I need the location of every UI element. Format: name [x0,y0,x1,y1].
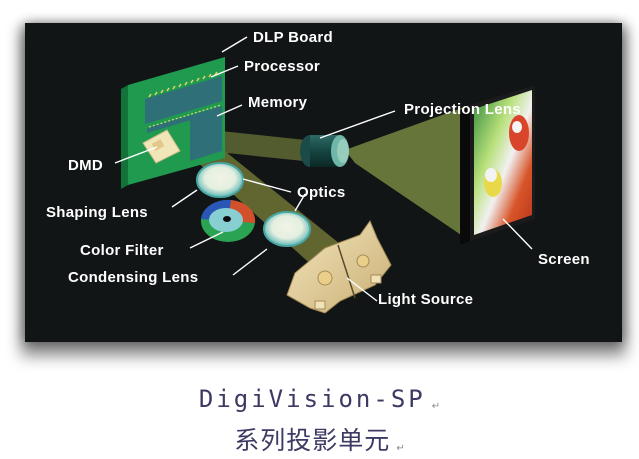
screen-shape [460,85,535,245]
label-dmd: DMD [68,157,104,174]
caption-subtitle: 系列投影单元 ↵ [0,421,639,457]
dlp-diagram-panel: DLP Board Processor Memory Projection Le… [25,23,622,342]
leader-lines [114,36,533,302]
label-dlp-board: DLP Board [253,29,333,46]
light-source-lamp [286,219,392,314]
caption-product-name: DigiVision-SP ↵ [0,385,639,413]
caption-line2-text: 系列投影单元 [234,426,391,455]
condensing-lens [263,211,311,247]
projection-lens-shape [300,135,349,167]
processor-chip [145,76,222,124]
label-memory: Memory [248,94,308,111]
color-filter-wheel [201,199,256,242]
dlp-optical-path-illustration [114,36,535,314]
projection-beam [345,105,470,241]
caption-line1-text: DigiVision-SP [198,385,426,413]
label-processor: Processor [244,58,321,75]
paragraph-mark-icon: ↵ [396,443,405,454]
label-condensing-lens: Condensing Lens [68,269,199,286]
optics-lens-top [196,162,244,198]
label-shaping-lens: Shaping Lens [46,204,148,221]
memory-chip [190,108,222,161]
label-light-source: Light Source [378,291,474,308]
label-projection-lens: Projection Lens [404,101,522,118]
label-screen: Screen [538,251,590,268]
label-color-filter: Color Filter [80,242,164,259]
paragraph-mark-icon: ↵ [431,401,441,412]
label-optics: Optics [297,184,346,201]
